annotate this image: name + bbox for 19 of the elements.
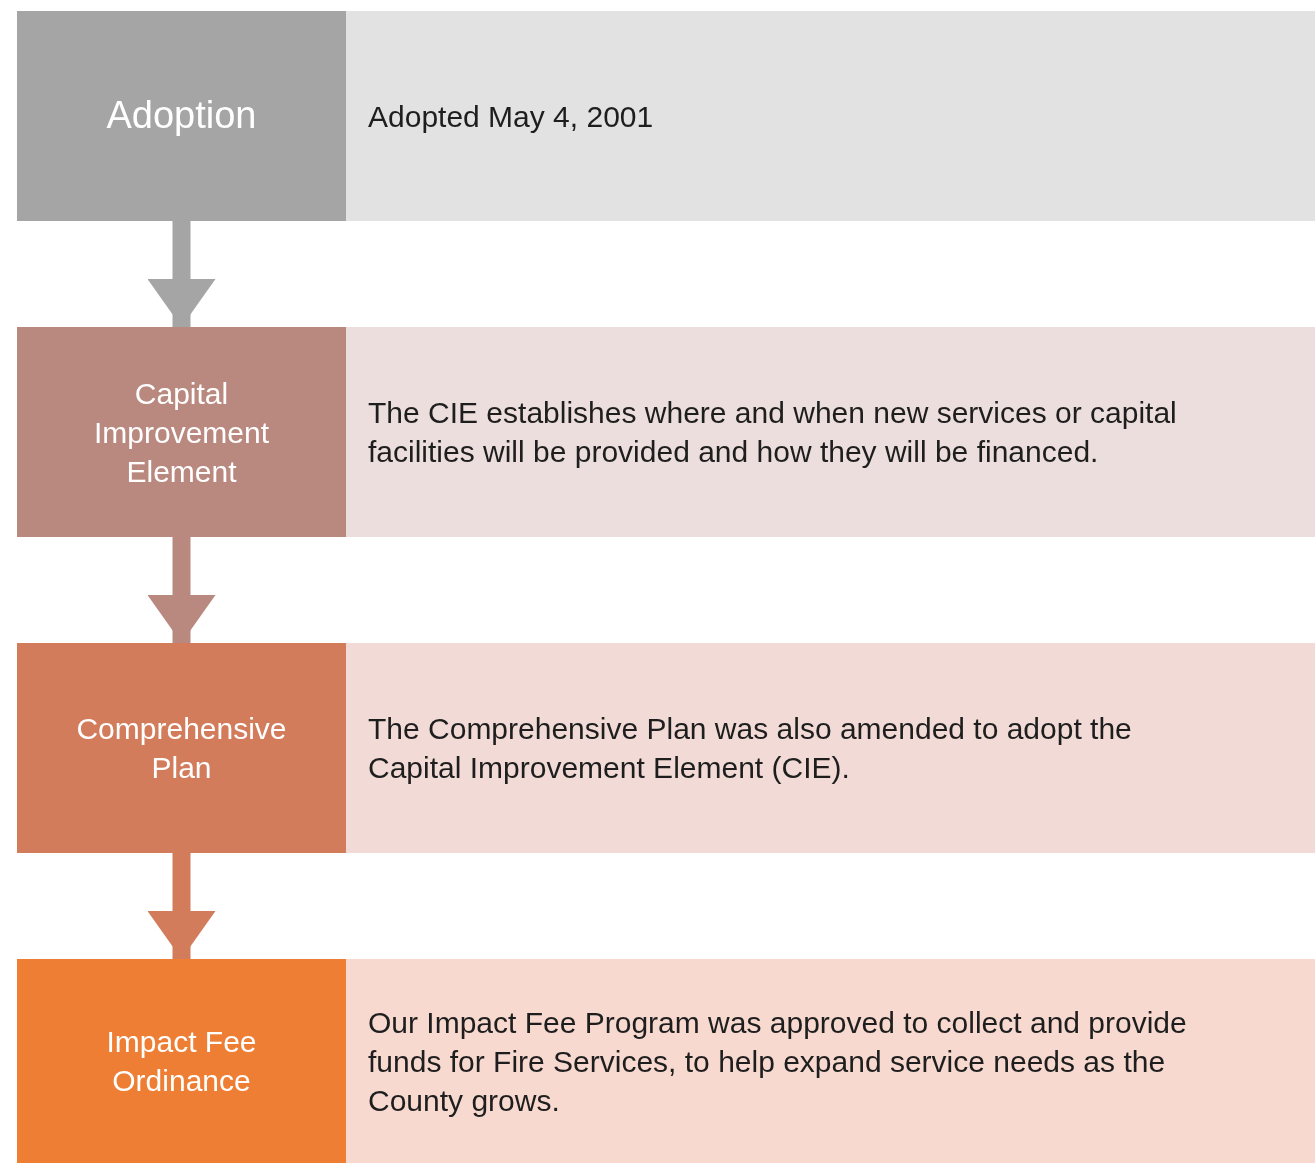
- stage-title: Capital Improvement Element: [92, 375, 271, 490]
- stage-box: [17, 11, 346, 221]
- arrow: [147, 853, 216, 959]
- stage-title: Comprehensive Plan: [75, 711, 288, 786]
- arrow: [147, 221, 216, 327]
- description-panel: [346, 959, 1315, 1163]
- stage-box: [17, 327, 346, 537]
- arrow: [147, 537, 216, 643]
- description-text: The CIE establishes where and when new services or capital facilities will be provided and how they will be financed.: [368, 395, 1178, 470]
- description-text: The Comprehensive Plan was also amended to adopt the Capital Improvement Element (CIE).: [368, 711, 1133, 786]
- stage-box: [17, 959, 346, 1163]
- stage-title: Impact Fee Ordinance: [105, 1024, 258, 1099]
- stage-title: Adoption: [106, 93, 257, 139]
- description-panel: [346, 643, 1315, 853]
- description-text: Adopted May 4, 2001: [368, 98, 654, 135]
- description-text: Our Impact Fee Program was approved to collect and provide funds for Fire Services, to help expand service needs as the County grows.: [368, 1004, 1188, 1119]
- stage-box: [17, 643, 346, 853]
- description-panel: [346, 327, 1315, 537]
- description-panel: [346, 11, 1315, 221]
